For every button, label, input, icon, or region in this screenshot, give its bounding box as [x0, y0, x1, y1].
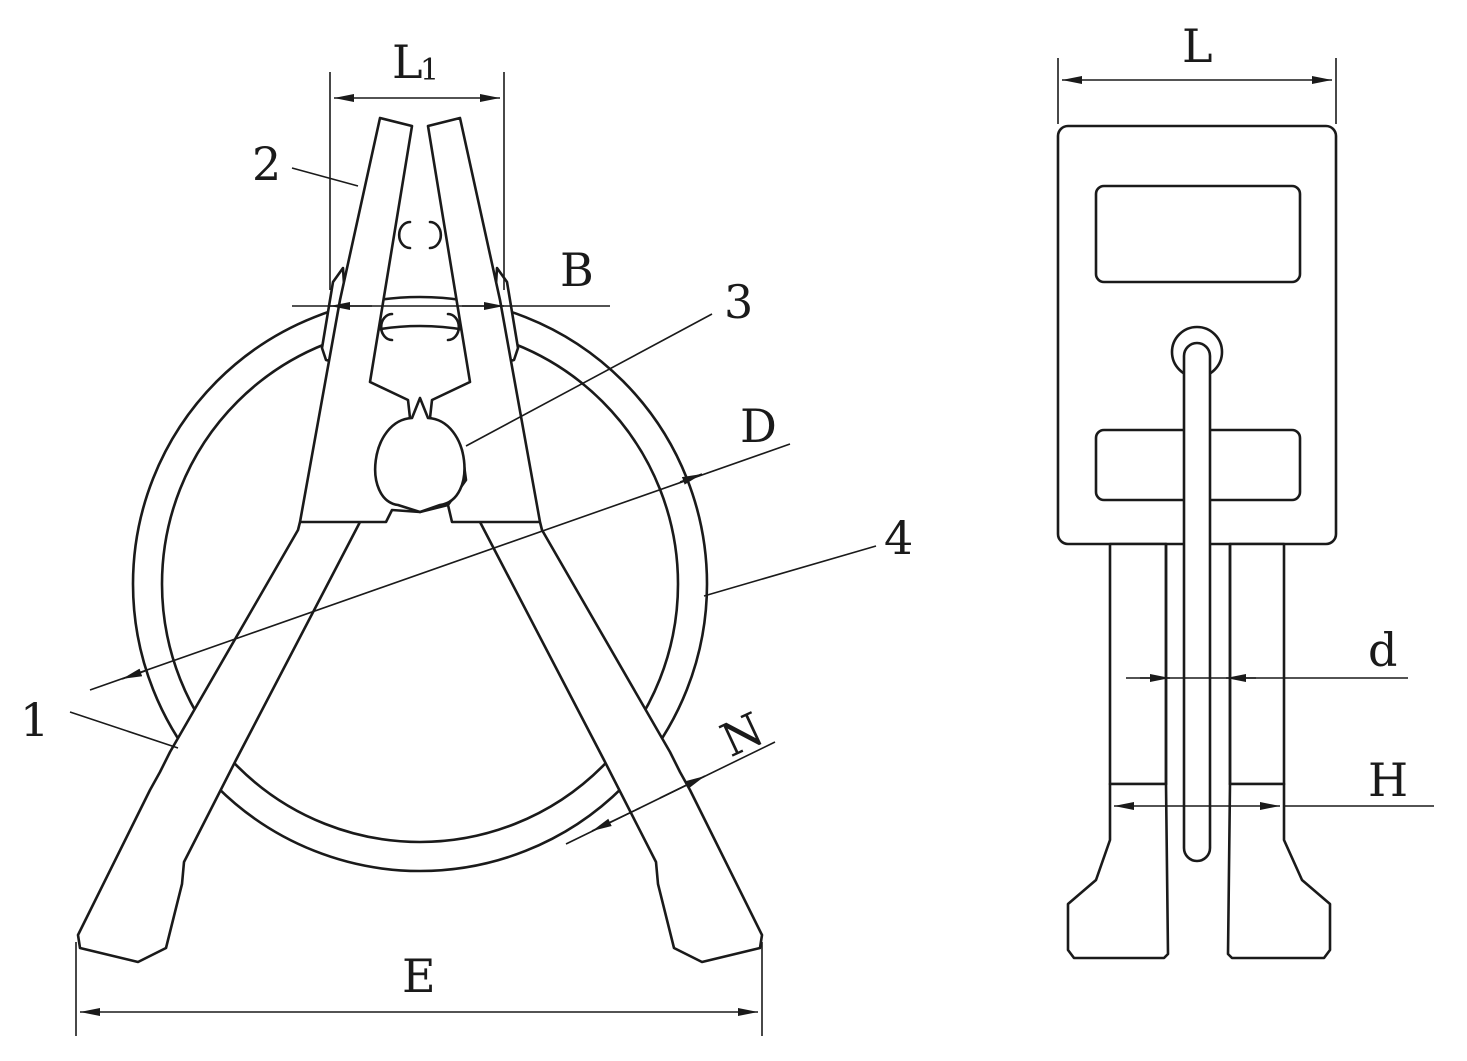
label-n: N: [712, 702, 771, 768]
callout-2: 2: [252, 137, 359, 191]
label-part-2: 2: [252, 137, 281, 191]
callout-1: 1: [20, 693, 179, 749]
label-l: L: [1182, 19, 1213, 73]
upper-window: [1094, 184, 1302, 284]
dim-d: D: [89, 399, 791, 691]
side-view: L d H: [1056, 19, 1434, 960]
pivot: [373, 396, 466, 514]
jaw-teeth: [379, 220, 461, 342]
label-e: E: [402, 949, 436, 1003]
label-part-4: 4: [884, 511, 913, 565]
dim-b: B: [292, 243, 610, 310]
front-view: L 1 B D N E: [20, 35, 913, 1036]
label-d: D: [740, 399, 777, 453]
label-h: H: [1368, 753, 1408, 807]
label-d-small: d: [1368, 623, 1397, 677]
left-handle: [1108, 542, 1168, 786]
dim-l1: L 1: [329, 35, 505, 290]
right-handle: [1228, 542, 1286, 786]
callout-4: 4: [703, 511, 913, 597]
right-handle-grip: [1226, 782, 1332, 960]
label-b: B: [560, 243, 594, 297]
ring: [131, 295, 709, 873]
dim-d-small: d: [1126, 623, 1408, 682]
dim-e: E: [75, 942, 763, 1036]
label-part-3: 3: [724, 275, 753, 329]
left-handle-grip: [1066, 782, 1170, 960]
label-l1-sub: 1: [420, 53, 439, 88]
dim-l: L: [1057, 19, 1337, 124]
label-part-1: 1: [20, 693, 49, 747]
label-l1: L: [392, 35, 423, 89]
center-rod: [1170, 325, 1224, 863]
dim-h: H: [1114, 753, 1434, 810]
callout-3: 3: [465, 275, 753, 447]
